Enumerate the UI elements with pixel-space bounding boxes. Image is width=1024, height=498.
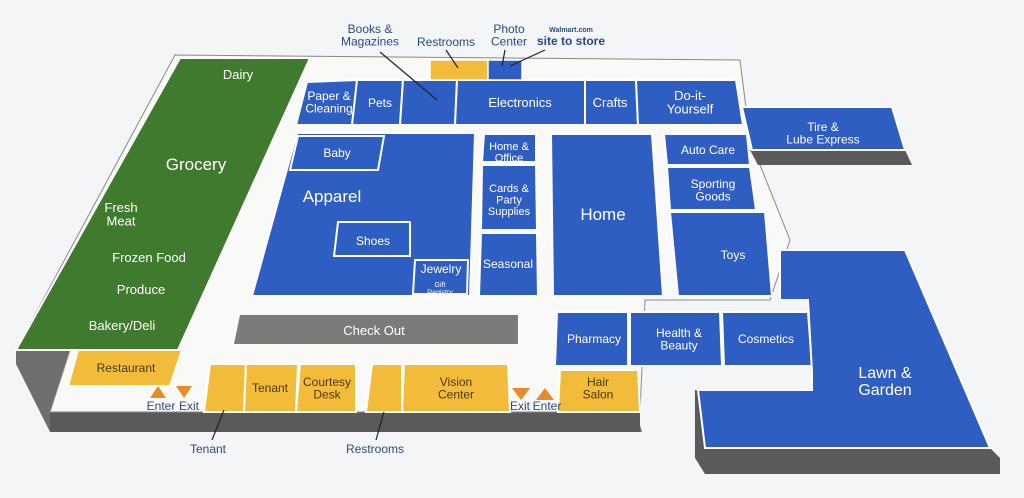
dept-shoes bbox=[332, 221, 411, 257]
dept-home bbox=[549, 133, 665, 297]
dept-toys bbox=[668, 211, 774, 297]
dept-cards-party bbox=[479, 164, 539, 231]
label-seasonal: Seasonal bbox=[483, 257, 533, 271]
label-toys: Toys bbox=[721, 248, 746, 262]
label-home-office: Home &Office bbox=[489, 141, 529, 165]
dept-apparel bbox=[250, 132, 477, 297]
dept-seasonal bbox=[477, 232, 540, 297]
label-pharmacy: Pharmacy bbox=[567, 332, 621, 346]
label-crafts: Crafts bbox=[593, 95, 628, 110]
exit-right-arrow bbox=[512, 388, 530, 400]
label-tire-lube: Tire &Lube Express bbox=[786, 120, 859, 147]
enter-left-arrow bbox=[150, 386, 166, 398]
restrooms-top-area bbox=[429, 59, 489, 81]
label-electronics: Electronics bbox=[488, 95, 552, 110]
label-enter-right: Enter bbox=[533, 399, 562, 413]
dept-pharmacy bbox=[553, 311, 629, 367]
label-lawn-garden: Lawn &Garden bbox=[858, 365, 912, 399]
logo-brand: Walmart.com bbox=[549, 27, 593, 34]
exit-left-arrow bbox=[176, 386, 192, 398]
label-exit-left: Exit bbox=[179, 399, 200, 413]
site-to-store-logo: Walmart.com site to store bbox=[537, 27, 605, 48]
label-jewelry: Jewelry bbox=[421, 262, 462, 276]
callout-books: Books &Magazines bbox=[341, 22, 399, 49]
label-tenant: Tenant bbox=[252, 381, 289, 395]
callout-lines bbox=[211, 49, 546, 441]
label-diy: Do-it-Yourself bbox=[667, 88, 714, 117]
dept-tire-lube bbox=[740, 106, 907, 151]
label-pets: Pets bbox=[368, 96, 392, 110]
dept-baby bbox=[288, 135, 386, 171]
label-frozen-food: Frozen Food bbox=[112, 250, 186, 265]
vision-center-area bbox=[400, 363, 512, 413]
dept-lawn-garden bbox=[696, 249, 992, 449]
label-bakery-deli: Bakery/Deli bbox=[89, 318, 156, 333]
label-exit-right: Exit bbox=[510, 399, 531, 413]
restrooms-bottom-area bbox=[364, 363, 403, 413]
dept-health-beauty bbox=[629, 311, 724, 367]
courtesy-desk-area bbox=[294, 363, 357, 413]
label-enter-left: Enter bbox=[147, 399, 176, 413]
logo-name: site to store bbox=[537, 34, 605, 48]
callout-tenant: Tenant bbox=[190, 442, 227, 456]
hair-salon-area bbox=[556, 369, 642, 413]
dept-diy bbox=[634, 79, 745, 126]
dept-sporting-goods bbox=[665, 166, 758, 211]
label-paper-cleaning: Paper &Cleaning bbox=[305, 89, 352, 116]
tenant-left-area bbox=[202, 363, 248, 413]
dept-books bbox=[398, 79, 459, 126]
checkout-area bbox=[234, 315, 518, 344]
label-home: Home bbox=[580, 205, 625, 224]
callout-restrooms-top: Restrooms bbox=[417, 35, 475, 49]
label-checkout: Check Out bbox=[343, 323, 405, 338]
label-cosmetics: Cosmetics bbox=[738, 332, 794, 346]
label-shoes: Shoes bbox=[356, 234, 390, 248]
label-produce: Produce bbox=[117, 282, 165, 297]
dept-home-office bbox=[480, 133, 537, 163]
dept-auto-care bbox=[662, 133, 752, 166]
enter-right-arrow bbox=[536, 388, 554, 400]
label-health-beauty: Health &Beauty bbox=[656, 326, 702, 353]
label-restaurant: Restaurant bbox=[97, 361, 156, 375]
restaurant-area bbox=[66, 349, 184, 387]
label-apparel: Apparel bbox=[303, 187, 362, 206]
label-dairy: Dairy bbox=[223, 67, 254, 82]
label-auto-care: Auto Care bbox=[681, 143, 735, 157]
label-baby: Baby bbox=[323, 146, 350, 160]
label-grocery: Grocery bbox=[166, 155, 227, 174]
callout-restrooms-bottom: Restrooms bbox=[346, 442, 404, 456]
dept-jewelry bbox=[411, 259, 470, 295]
